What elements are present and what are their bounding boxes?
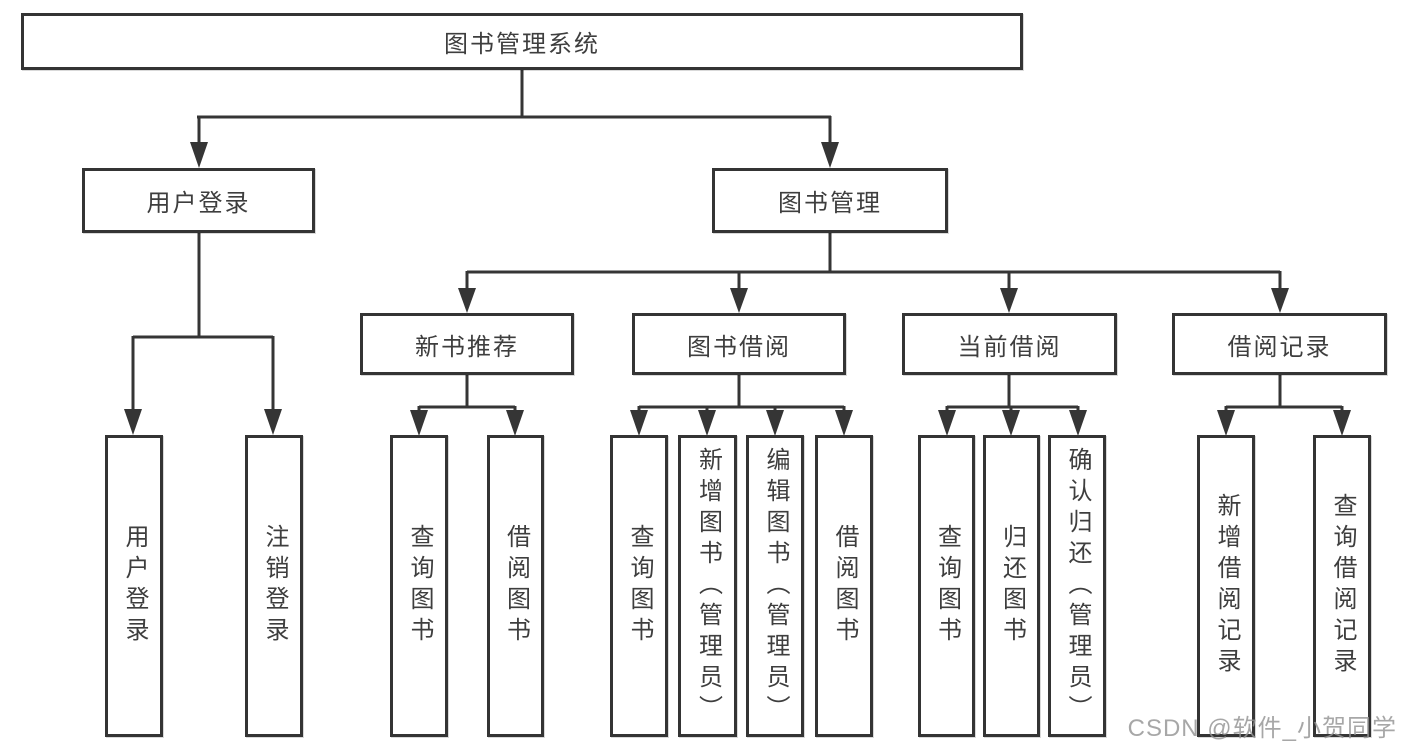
arrowhead [835,410,853,436]
node-label: 用户登录 [146,190,251,217]
node-label: 编辑图书（管理员） [762,446,789,726]
node-label: 新书推荐 [415,333,519,361]
node-label: 新增借阅记录 [1213,493,1240,679]
leaf-recommend-query-books: 查询图书 [390,435,448,737]
connector-book-borrow-children [630,375,853,436]
arrowhead [410,410,428,436]
node-label: 确认归还（管理员） [1064,446,1091,726]
arrowhead [124,409,142,435]
arrowhead [190,142,208,168]
node-new-book-recommend: 新书推荐 [360,313,574,375]
connector-user-login-branch [124,232,282,435]
leaf-borrow-query-books: 查询图书 [610,435,668,737]
node-borrow-records: 借阅记录 [1172,313,1387,375]
leaf-recommend-borrow-books: 借阅图书 [487,435,544,737]
connector-current-borrow-children [938,375,1087,436]
node-label: 注销登录 [261,524,288,648]
arrowhead [698,410,716,436]
watermark: CSDN @软件_小贺同学 [1127,715,1397,742]
leaf-logout: 注销登录 [245,435,303,737]
leaf-add-borrow-record: 新增借阅记录 [1197,435,1255,737]
arrowhead [506,410,524,436]
node-label: 查询借阅记录 [1329,493,1356,679]
connector-book-mgmt-branch [458,231,1289,313]
leaf-edit-books-admin: 编辑图书（管理员） [746,435,804,737]
connector-borrow-records-children [1217,375,1351,436]
node-library-system: 图书管理系统 [21,13,1023,70]
arrowhead [630,410,648,436]
node-label: 查询图书 [933,524,961,648]
node-user-login: 用户登录 [82,168,315,233]
node-book-borrow: 图书借阅 [632,313,846,375]
node-label: 新增图书（管理员） [694,446,722,726]
arrowhead [264,409,282,435]
node-label: 图书管理 [778,190,882,217]
node-label: 查询图书 [406,524,433,648]
node-label: 借阅记录 [1227,333,1332,361]
arrowhead [1333,410,1351,436]
arrowhead [458,288,476,313]
arrowhead [730,288,748,313]
leaf-current-query-books: 查询图书 [918,435,975,737]
leaf-query-borrow-record: 查询借阅记录 [1313,435,1371,737]
leaf-user-login: 用户登录 [105,435,163,737]
connector-root-to-level1 [190,68,839,168]
leaf-borrow-books: 借阅图书 [815,435,873,737]
node-current-borrow: 当前借阅 [902,313,1117,375]
node-label: 图书管理系统 [444,31,600,58]
node-label: 用户登录 [121,524,148,648]
leaf-add-books-admin: 新增图书（管理员） [678,435,737,737]
arrowhead [766,410,784,436]
arrowhead [1271,288,1289,313]
node-label: 归还图书 [998,524,1026,648]
node-book-management: 图书管理 [712,168,948,233]
leaf-confirm-return-admin: 确认归还（管理员） [1048,435,1106,737]
arrowhead [821,142,839,168]
arrowhead [938,410,956,436]
arrowhead [1000,288,1018,313]
node-label: 当前借阅 [957,333,1062,361]
connector-new-book-children [410,375,524,436]
node-label: 查询图书 [626,524,653,648]
node-label: 图书借阅 [687,333,791,361]
arrowhead [1002,410,1020,436]
arrowhead [1217,410,1235,436]
arrowhead [1069,410,1087,436]
node-label: 借阅图书 [502,524,530,648]
node-label: 借阅图书 [831,524,858,648]
leaf-return-books: 归还图书 [983,435,1040,737]
